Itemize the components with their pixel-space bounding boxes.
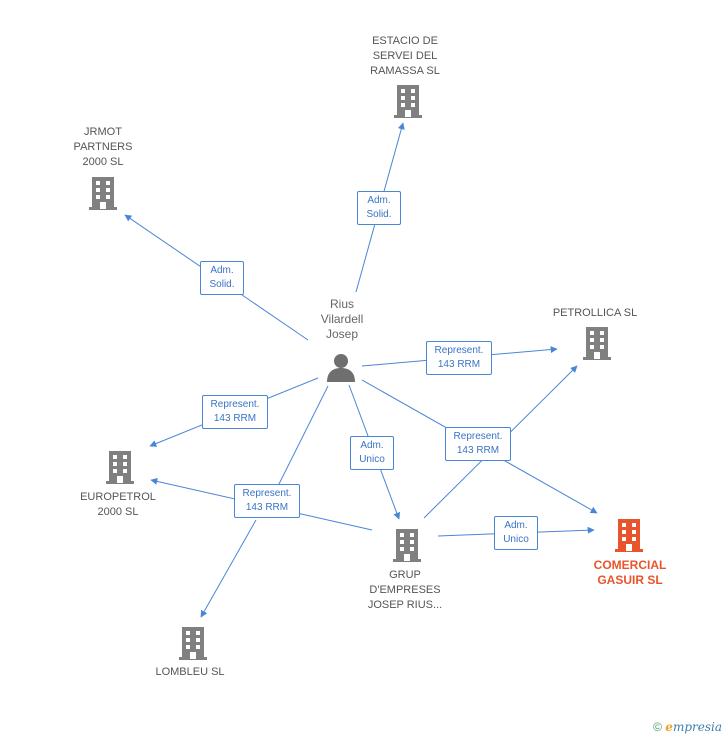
building-icon-estacio[interactable] — [393, 84, 423, 119]
edge-label-petrollica[interactable]: Represent. 143 RRM — [426, 341, 492, 375]
building-icon-comercial[interactable] — [614, 518, 644, 553]
edge-label-grup-comercial[interactable]: Adm. Unico — [494, 516, 538, 550]
building-icon-jrmot[interactable] — [88, 176, 118, 211]
company-label-grup: GRUP D'EMPRESES JOSEP RIUS... — [367, 569, 443, 611]
company-label-petrollica: PETROLLICA SL — [552, 307, 638, 319]
edge-label-europetrol[interactable]: Represent. 143 RRM — [202, 395, 268, 429]
edge-label-grup-europetrol[interactable]: Represent. 143 RRM — [234, 484, 300, 518]
edge-label-grup[interactable]: Adm. Unico — [350, 436, 394, 470]
edge-label-jrmot[interactable]: Adm. Solid. — [200, 261, 244, 295]
empresia-logo: empresia — [665, 720, 722, 734]
company-label-europetrol: EUROPETROL 2000 SL — [80, 491, 156, 518]
building-icon-europetrol[interactable] — [105, 450, 135, 485]
edge-label-comercial-person[interactable]: Represent. 143 RRM — [445, 427, 511, 461]
person-label: Rius Vilardell Josep — [320, 297, 364, 341]
company-label-jrmot: JRMOT PARTNERS 2000 SL — [73, 126, 133, 168]
copyright-symbol: © — [653, 720, 662, 734]
building-icon-lombleu[interactable] — [178, 626, 208, 661]
edge-lombleu-seg — [200, 519, 257, 618]
company-label-comercial: COMERCIAL GASUIR SL — [593, 558, 667, 587]
building-icon-petrollica[interactable] — [582, 326, 612, 361]
company-label-lombleu: LOMBLEU SL — [155, 666, 225, 678]
building-icon-grup[interactable] — [392, 528, 422, 563]
company-label-estacio: ESTACIO DE SERVEI DEL RAMASSA SL — [370, 35, 440, 77]
edge-label-estacio[interactable]: Adm. Solid. — [357, 191, 401, 225]
edge-person-lombleu — [275, 385, 329, 491]
person-icon[interactable] — [326, 352, 356, 382]
empresia-footer[interactable]: © empresia — [653, 720, 722, 734]
